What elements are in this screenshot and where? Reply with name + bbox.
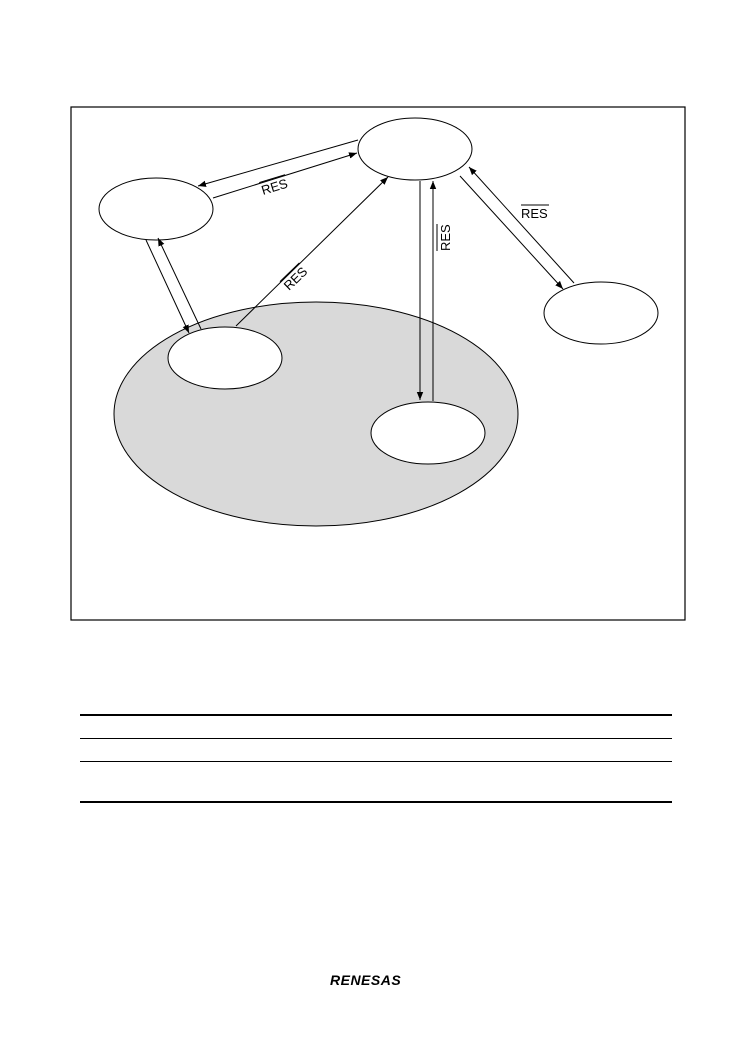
- edge-label-res-right: RES: [521, 204, 549, 221]
- state-node-top: [357, 117, 473, 181]
- arrow-upper-left-to-inner-left: [145, 239, 190, 334]
- arrow-inner-left-to-top: [235, 176, 389, 327]
- arrow-upper-left-to-top: [212, 152, 358, 199]
- state-node-upper-left: [98, 177, 214, 241]
- svg-text:RES: RES: [438, 224, 453, 251]
- arrow-right-to-top: [468, 166, 575, 284]
- table-header-rule: [80, 738, 672, 739]
- state-node-inner-right: [370, 401, 486, 465]
- table-row-rule: [80, 761, 672, 762]
- svg-text:RES: RES: [259, 176, 289, 198]
- state-node-inner-left: [167, 326, 283, 390]
- table-bottom-rule: [80, 801, 672, 803]
- edge-label-res-upper: RES: [259, 174, 290, 198]
- arrow-inner-left-to-upper-left: [157, 237, 202, 330]
- edge-label-res-diagonal: RES: [279, 262, 311, 294]
- edge-label-res-vertical: RES: [436, 224, 453, 251]
- arrow-top-to-upper-left: [197, 139, 359, 187]
- renesas-logo: RENESAS: [330, 972, 401, 988]
- table-top-rule: [80, 714, 672, 716]
- svg-text:RENESAS: RENESAS: [330, 972, 401, 988]
- svg-text:RES: RES: [521, 206, 548, 221]
- diagram-frame: [70, 106, 686, 621]
- svg-text:RES: RES: [281, 264, 311, 294]
- arrow-top-to-right: [459, 175, 564, 290]
- state-node-right: [543, 281, 659, 345]
- state-transition-diagram: RES RES RES RES: [70, 106, 686, 621]
